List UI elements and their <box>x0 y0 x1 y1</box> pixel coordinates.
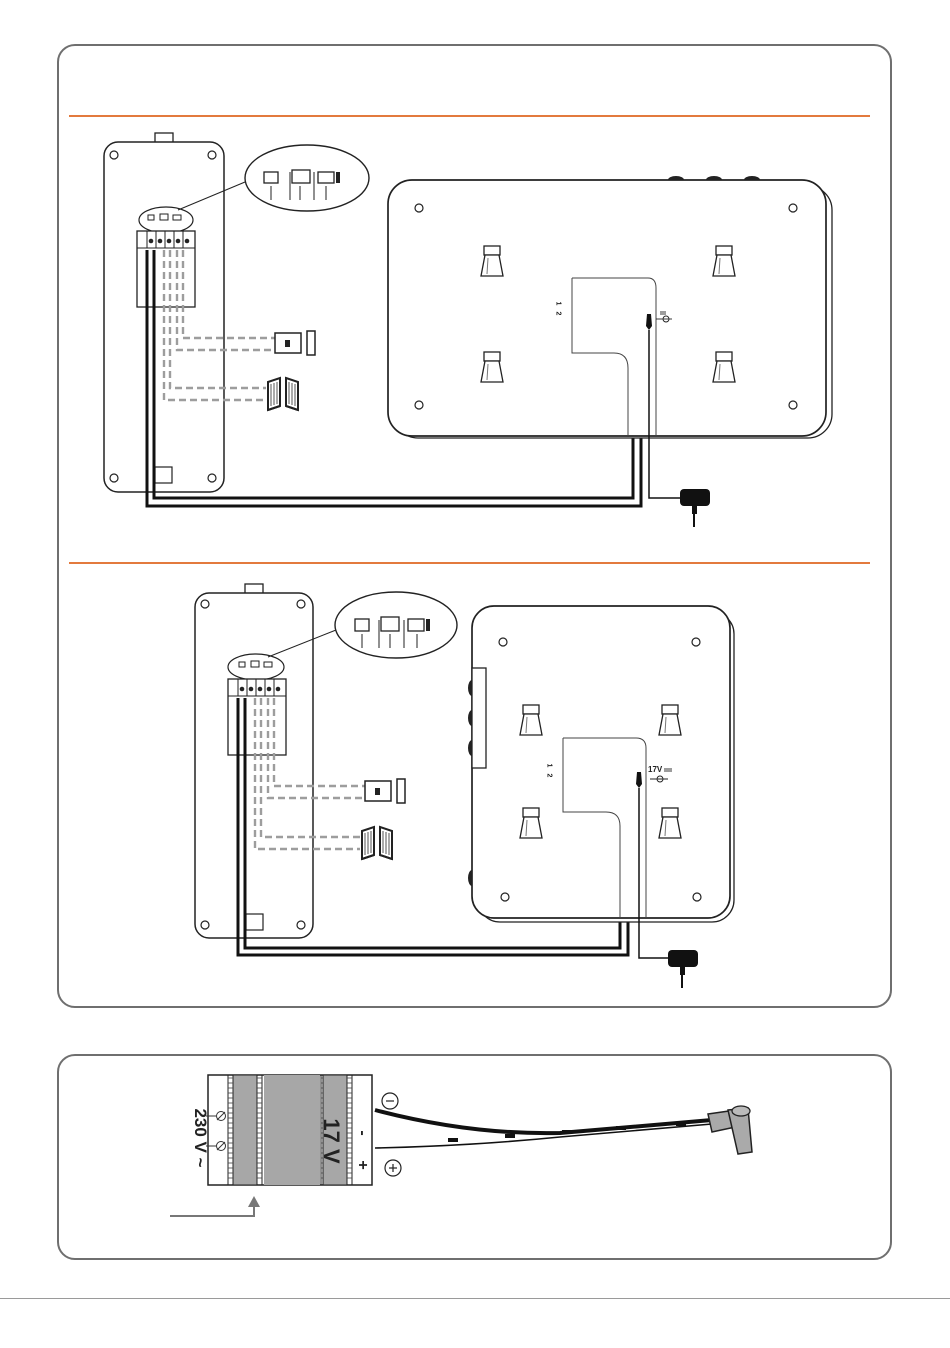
power-cable <box>375 1093 752 1176</box>
outdoor-unit-a <box>104 133 369 492</box>
terminal-1-label-b: 1 <box>545 764 552 768</box>
monitor-b <box>468 606 734 958</box>
power-adapter-a <box>680 489 710 527</box>
terminal-2-label-a: 2 <box>554 312 561 316</box>
gate-icon <box>268 378 298 410</box>
door-lock-icon <box>275 331 315 355</box>
terminal-1-label-a: 1 <box>554 302 561 306</box>
monitor-voltage-label: 17V <box>648 765 662 774</box>
terminal-2-label-b: 2 <box>545 774 552 778</box>
power-adapter-b <box>668 950 698 988</box>
psu-minus-terminal-label: - <box>353 1121 371 1145</box>
door-lock-icon-b <box>365 779 405 803</box>
gate-icon-b <box>362 827 392 859</box>
psu-plus-terminal-label: + <box>353 1153 371 1177</box>
psu-input-voltage-label: 230 V ~ <box>190 1108 210 1168</box>
outdoor-unit-b <box>195 584 457 938</box>
psu-output-voltage-label: 17 V <box>318 1106 344 1176</box>
monitor-a <box>388 176 832 498</box>
